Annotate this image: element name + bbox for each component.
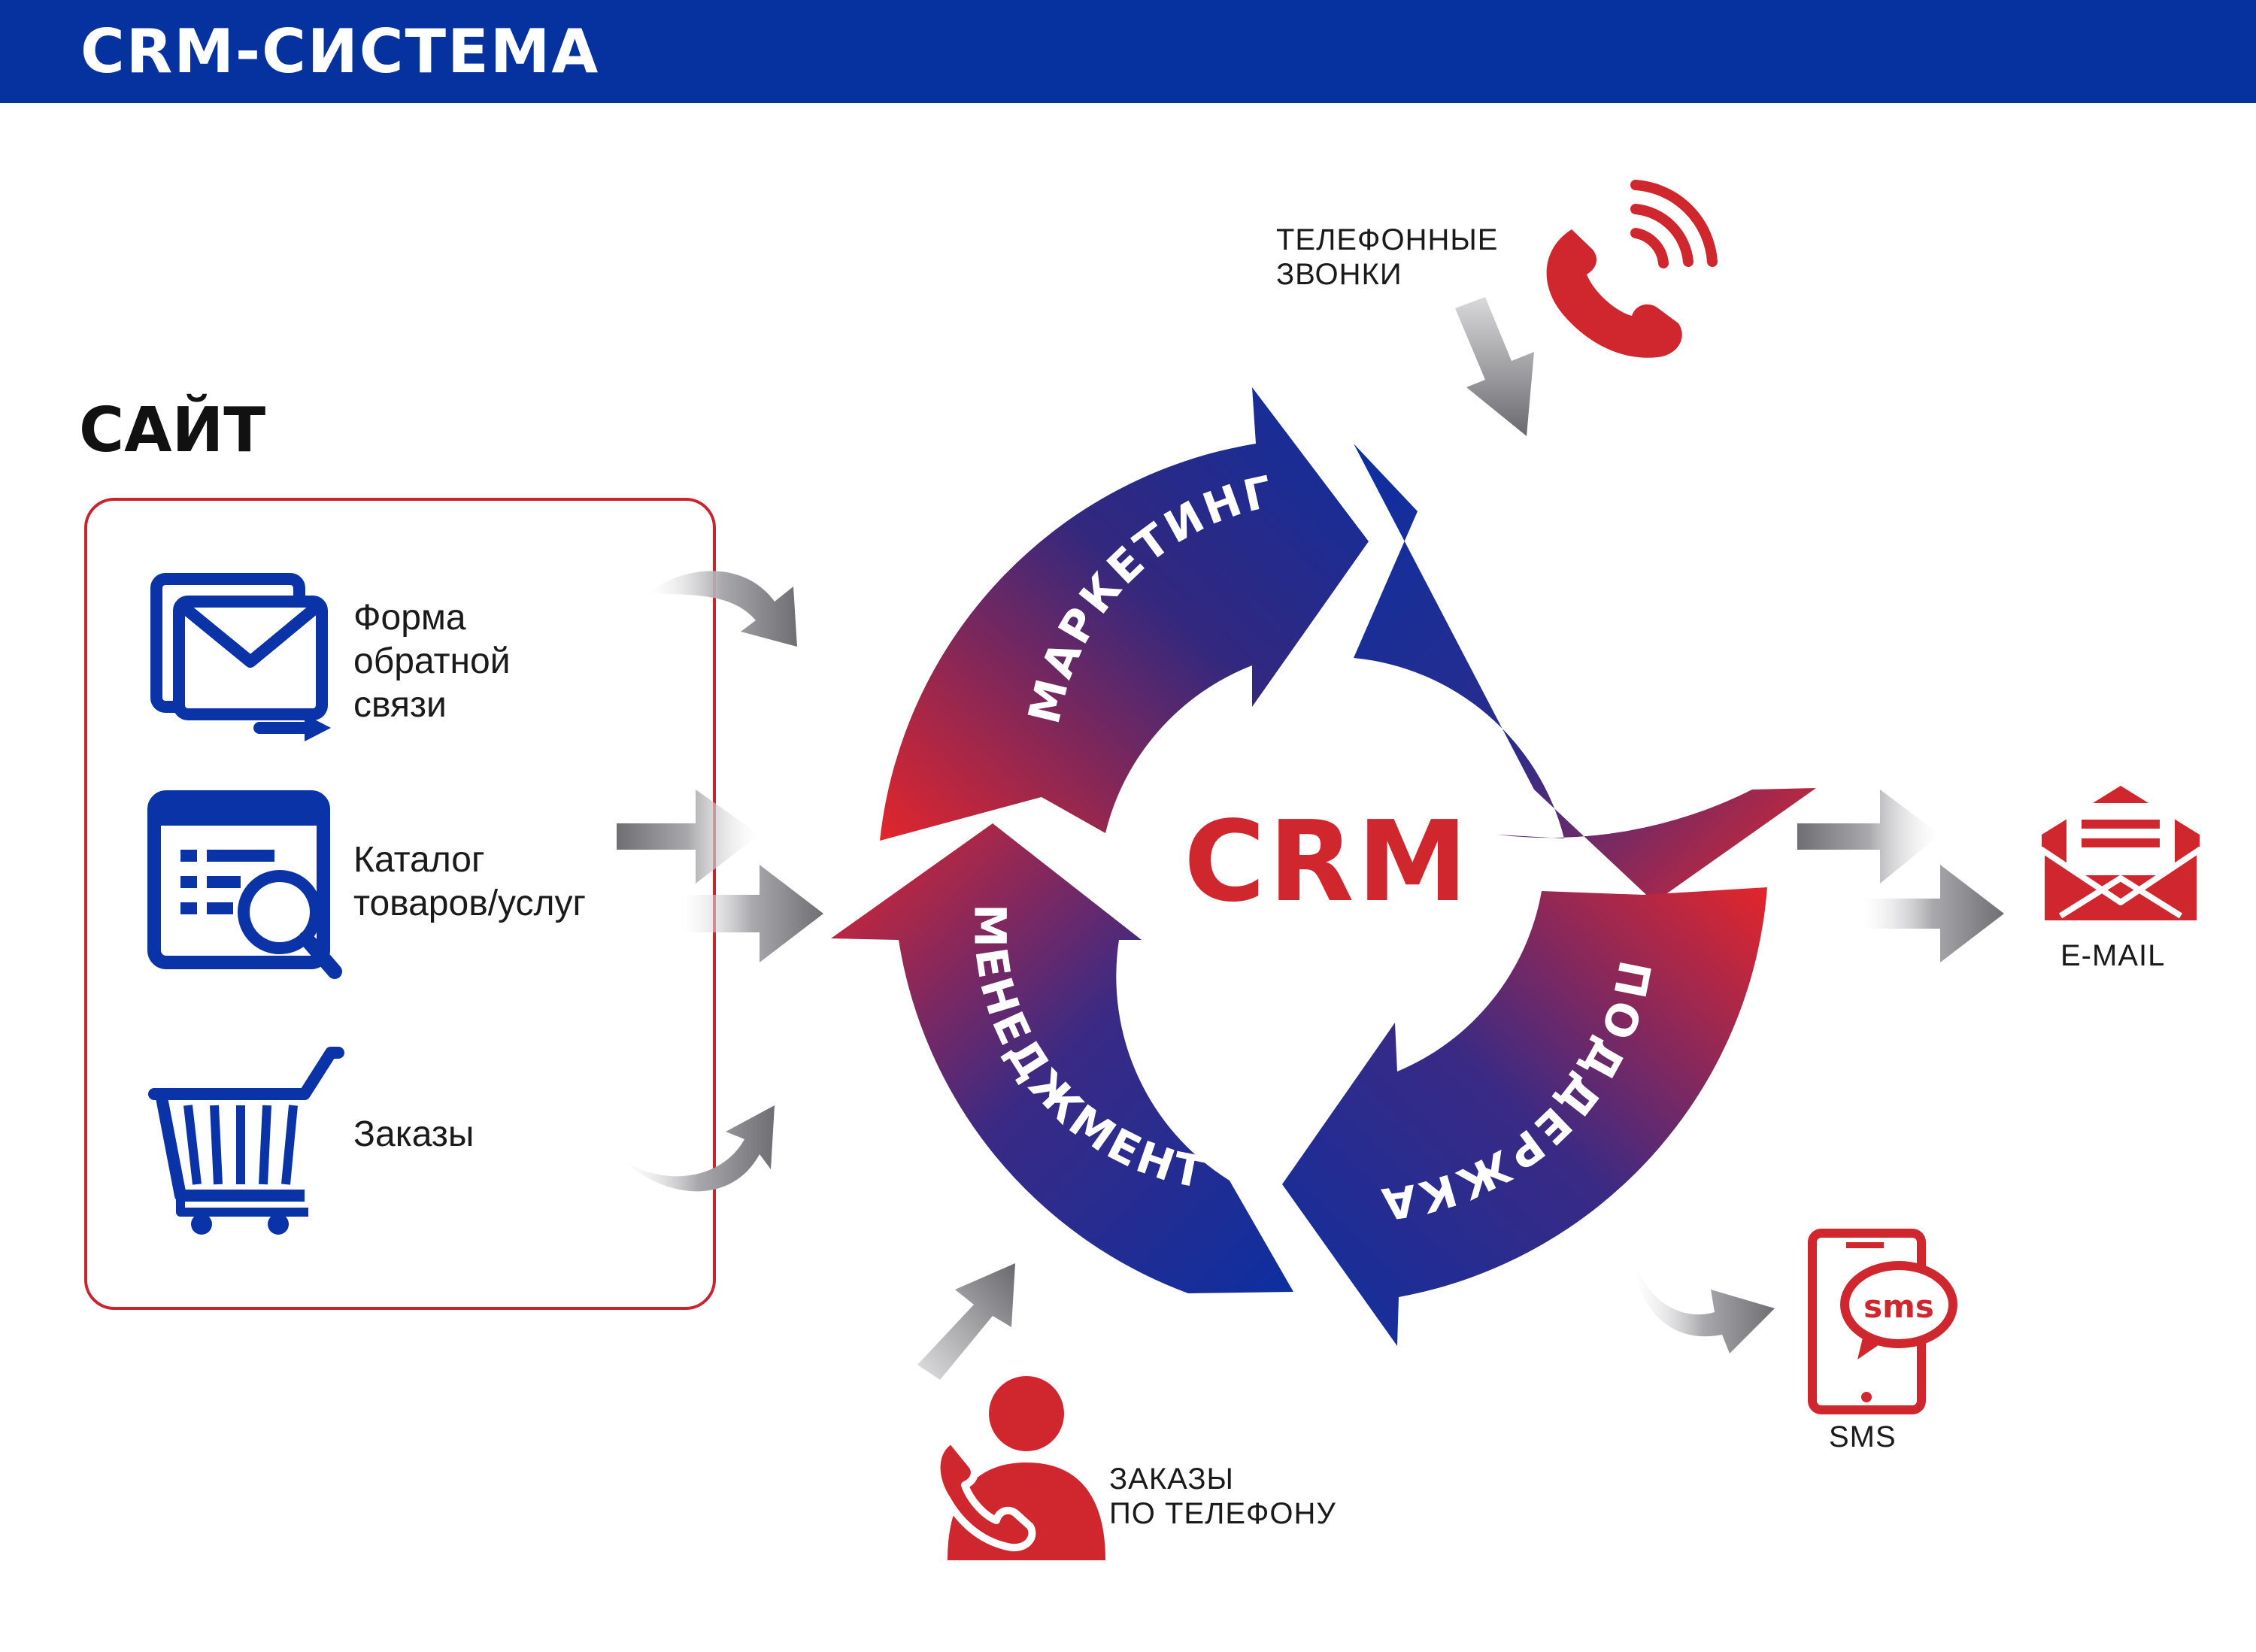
shopping-cart-icon xyxy=(148,1047,344,1235)
cycle-arrow-management xyxy=(831,823,1293,1293)
page-title: CRM-СИСТЕМА xyxy=(80,17,600,86)
header-bar: CRM-СИСТЕМА xyxy=(0,0,2256,103)
site-item-orders-label: Заказы xyxy=(353,1114,475,1154)
catalog-search-icon xyxy=(147,790,342,979)
phone-calls-label: ТЕЛЕФОННЫЕ ЗВОНКИ xyxy=(1276,223,1499,291)
crm-center-label: CRM xyxy=(1184,797,1471,926)
phone-ringing-icon xyxy=(1546,180,1718,358)
person-phone-icon xyxy=(932,1376,1105,1560)
cycle-arrow-support xyxy=(1282,887,1767,1346)
smartphone-sms-icon: sms xyxy=(1808,1229,1957,1414)
flow-arrow-catalog-out xyxy=(681,865,823,962)
cycle-arrow-marketing xyxy=(880,387,1369,841)
flow-arrow-feedback xyxy=(647,571,797,647)
site-item-feedback-label: Форма обратной связи xyxy=(353,598,511,725)
flow-arrow-phone-calls xyxy=(1455,297,1534,436)
cycle-arrow-sales xyxy=(1354,444,1816,902)
sms-bubble-text: sms xyxy=(1863,1288,1934,1325)
email-form-icon xyxy=(150,573,331,741)
site-item-catalog-label: Каталог товаров/услуг xyxy=(353,840,586,923)
phone-orders-label: ЗАКАЗЫ ПО ТЕЛЕФОНУ xyxy=(1109,1463,1336,1530)
flow-arrow-sms xyxy=(1631,1233,1775,1353)
flow-arrow-orders xyxy=(620,1105,775,1192)
envelope-icon xyxy=(2039,786,2203,926)
flow-arrow-email-in xyxy=(1797,790,1940,884)
site-title: САЙТ xyxy=(79,395,266,466)
flow-arrow-phone-orders xyxy=(917,1263,1015,1380)
flow-arrow-catalog-in xyxy=(617,790,760,884)
sms-label: SMS xyxy=(1829,1420,1897,1453)
email-label: E-MAIL xyxy=(2060,939,2166,972)
flow-arrow-email-out xyxy=(1861,865,2004,962)
